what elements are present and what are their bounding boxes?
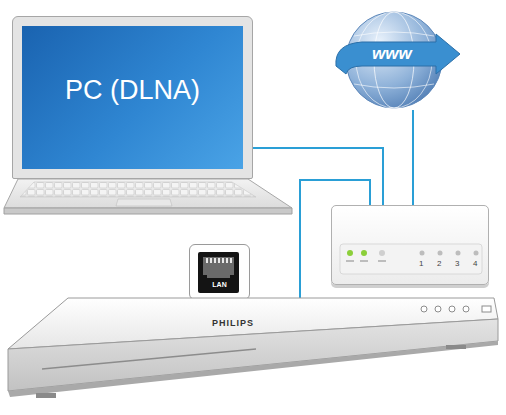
port-label: LAN [190,281,249,288]
port-number: 4 [473,259,477,268]
port-number: 2 [437,259,441,268]
screen-label: PC (DLNA) [13,75,252,106]
internet-globe: www [332,8,464,110]
lan-port-callout-shape [190,245,248,301]
port-number: 1 [419,259,423,268]
port-number: 3 [455,259,459,268]
laptop-screen: PC (DLNA) [12,16,253,179]
cable-line [412,110,414,205]
blu-ray-player: PHILIPS [6,297,500,407]
lan-port-callout: LAN [189,244,250,300]
router: 1 2 3 4 [331,205,489,285]
network-cable [413,110,414,205]
brand-label: PHILIPS [212,318,254,328]
blu-ray-player-shape [6,297,500,407]
laptop-base [4,179,292,214]
router-shape [332,206,490,286]
www-label: www [372,44,412,64]
cable-line [253,148,383,205]
network-cable [253,148,383,205]
